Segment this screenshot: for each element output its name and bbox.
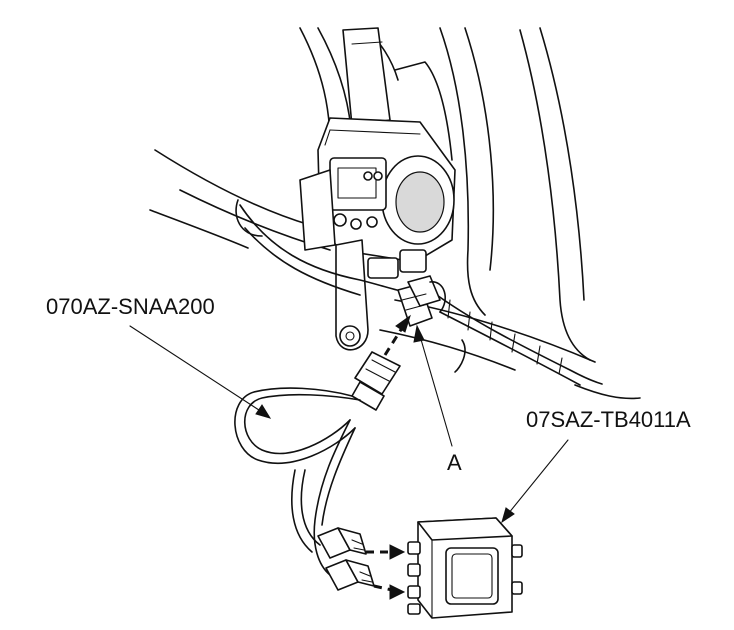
leader-line-a — [413, 324, 453, 447]
test-harness-connector — [351, 351, 401, 411]
harness-part-number-label: 070AZ-SNAA200 — [46, 294, 215, 319]
leader-line-tester — [501, 439, 569, 524]
connector-a-callout-label: A — [447, 450, 462, 475]
insertion-arrow-upper — [383, 314, 411, 356]
srs-tester-box — [407, 517, 523, 619]
connector-a — [397, 275, 446, 327]
leader-line-harness — [129, 325, 272, 419]
test-plug-upper — [317, 527, 367, 559]
seat-belt-retractor — [299, 117, 456, 351]
insertion-arrows-lower — [366, 544, 406, 600]
seat-belt-webbing — [342, 27, 391, 127]
test-plug-lower — [325, 559, 375, 591]
tester-part-number-label: 07SAZ-TB4011A — [526, 407, 691, 432]
test-harness-cable — [234, 387, 361, 576]
vehicle-floor-harness — [235, 199, 603, 386]
